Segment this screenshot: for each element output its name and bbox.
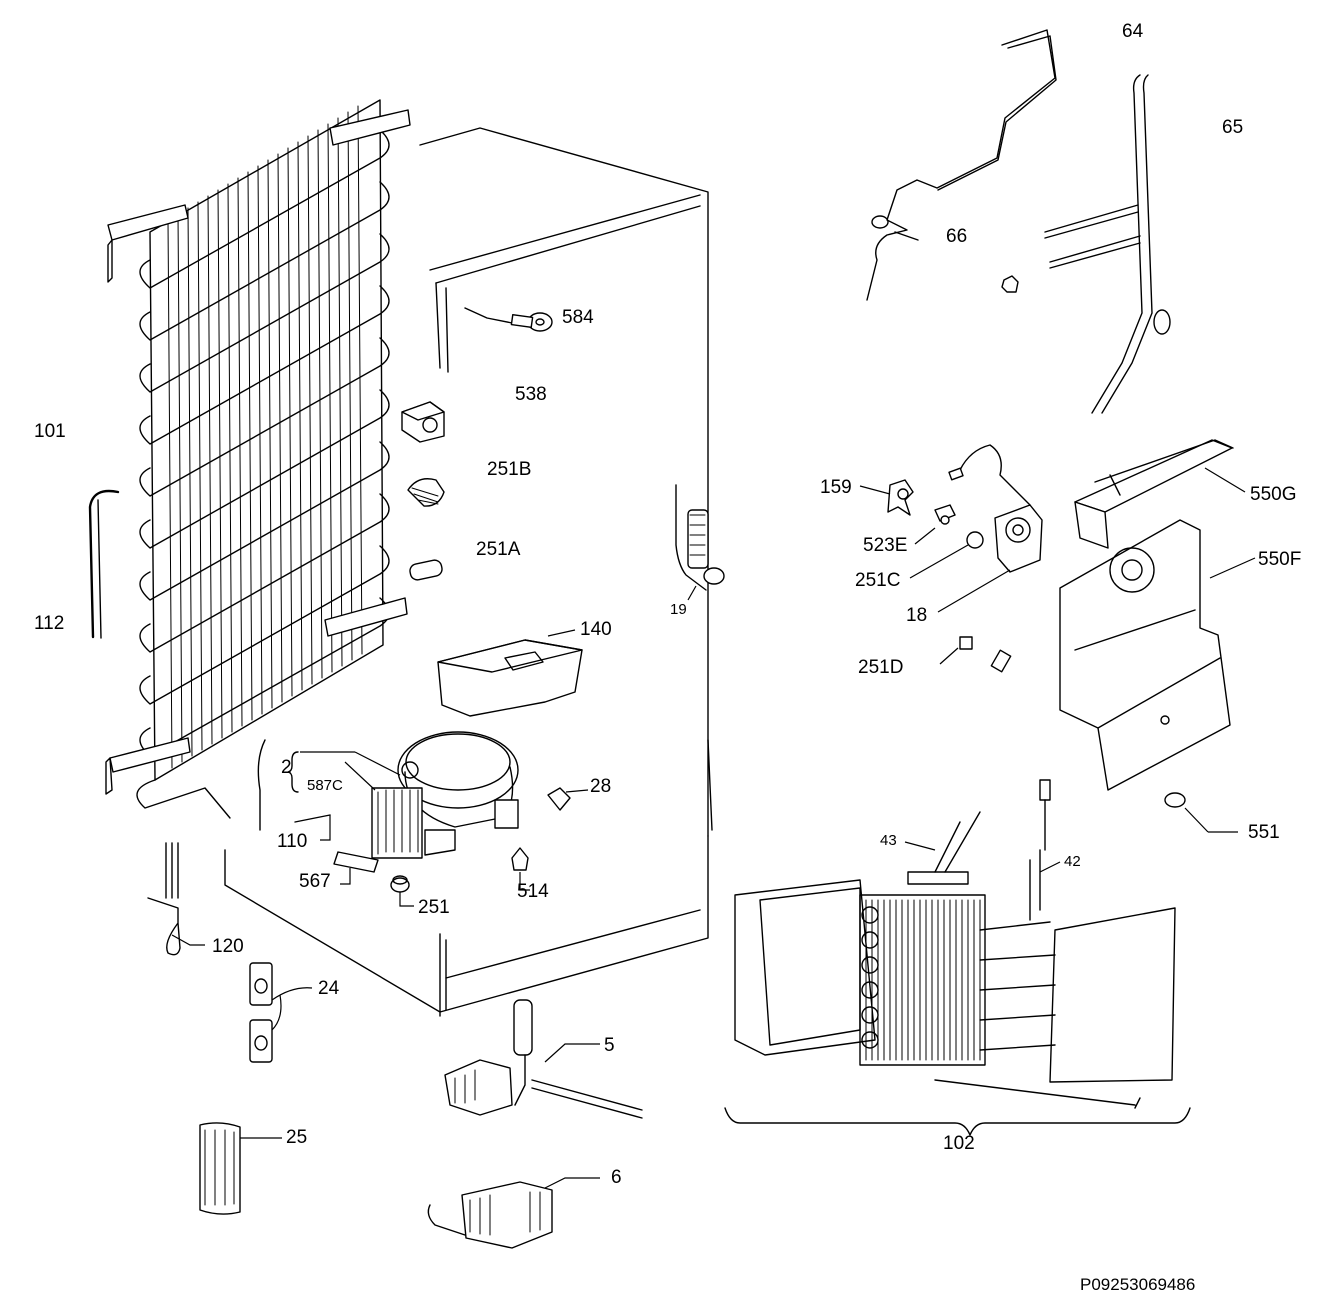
label-110: 110 — [277, 831, 308, 852]
cover-550G — [1074, 439, 1246, 549]
label-2: 2 — [281, 757, 292, 778]
label-567: 567 — [299, 871, 331, 892]
label-251A: 251A — [476, 539, 521, 560]
label-43: 43 — [880, 832, 897, 849]
label-584: 584 — [562, 307, 594, 328]
plate-567 — [333, 851, 379, 885]
valve-5 — [444, 999, 643, 1119]
label-514: 514 — [517, 881, 549, 902]
label-120: 120 — [212, 936, 244, 957]
part-28 — [547, 787, 589, 811]
clamp-251A — [409, 559, 443, 581]
label-42: 42 — [1064, 853, 1081, 870]
label-65: 65 — [1222, 117, 1244, 138]
label-251C: 251C — [855, 570, 901, 591]
cable-120 — [147, 842, 205, 956]
valve-6 — [427, 1177, 600, 1249]
strip-110 — [294, 814, 331, 841]
grommet-514 — [511, 847, 530, 891]
nut-66 — [1001, 275, 1019, 293]
clamp-251B — [407, 478, 445, 507]
clip-538 — [401, 401, 445, 443]
label-24: 24 — [318, 978, 340, 999]
label-550F: 550F — [1258, 549, 1302, 570]
label-66: 66 — [946, 226, 968, 247]
label-102: 102 — [943, 1133, 975, 1154]
label-551: 551 — [1248, 822, 1280, 843]
fan-assembly — [859, 444, 1043, 613]
label-28: 28 — [590, 776, 612, 797]
grommet-251 — [390, 875, 414, 907]
label-101: 101 — [34, 421, 66, 442]
label-159: 159 — [820, 477, 852, 498]
pads-24 — [249, 962, 313, 1063]
clip-251D — [939, 636, 973, 665]
label-112: 112 — [34, 613, 65, 634]
label-64: 64 — [1122, 21, 1144, 42]
label-587C: 587C — [307, 777, 343, 794]
label-140: 140 — [580, 619, 612, 640]
label-25: 25 — [286, 1127, 308, 1148]
compressor-587C — [287, 731, 519, 859]
label-18: 18 — [906, 605, 928, 626]
tube-64 — [866, 29, 1057, 301]
tube-65 — [1044, 74, 1171, 414]
pipe-112 — [88, 489, 120, 639]
drawing-reference-code: P09253069486 — [1080, 1275, 1196, 1294]
evaporator-102 — [724, 649, 1191, 1136]
label-19: 19 — [670, 601, 687, 618]
drip-tray-140 — [437, 629, 583, 717]
label-550G: 550G — [1250, 484, 1297, 505]
sensor-584 — [464, 307, 553, 332]
label-5: 5 — [604, 1035, 615, 1056]
label-251D: 251D — [858, 657, 904, 678]
plug-551 — [1164, 792, 1238, 833]
label-538: 538 — [515, 384, 547, 405]
label-251: 251 — [418, 897, 450, 918]
foam-25 — [199, 1122, 282, 1215]
harness-19 — [675, 484, 725, 601]
label-6: 6 — [611, 1167, 622, 1188]
label-523E: 523E — [863, 535, 908, 556]
label-251B: 251B — [487, 459, 532, 480]
housing-550F — [1059, 519, 1256, 791]
condenser-101 — [105, 99, 411, 831]
